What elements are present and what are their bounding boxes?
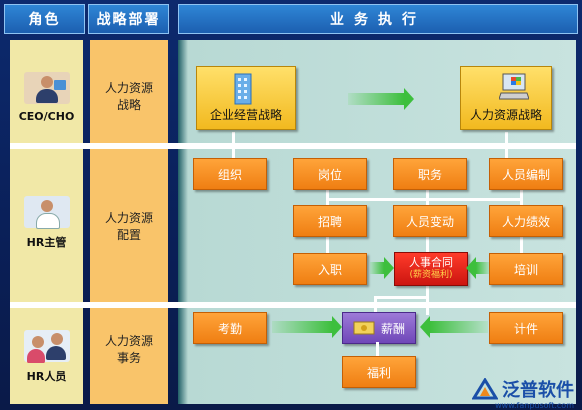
connector-line bbox=[232, 146, 508, 149]
onboarding-box: 入职 bbox=[293, 253, 367, 285]
strategy-line: 事务 bbox=[116, 351, 141, 365]
hr-strategy-label: 人力资源战略 bbox=[469, 108, 542, 122]
strategy-line: 人力资源 bbox=[104, 334, 153, 348]
strategy-column bbox=[90, 40, 168, 404]
header-roles: 角色 bbox=[4, 4, 85, 34]
performance-box: 人力绩效 bbox=[489, 205, 563, 237]
salary-box: 薪酬 bbox=[342, 312, 416, 344]
contract-box: 人事合同 (薪资福利) bbox=[394, 252, 468, 286]
enterprise-strategy-label: 企业经营战略 bbox=[209, 108, 282, 122]
connector-line bbox=[374, 296, 377, 314]
connector-line bbox=[520, 232, 523, 254]
connector-line bbox=[326, 198, 523, 201]
strategy-line: 人力资源 bbox=[104, 81, 153, 95]
duty-box: 职务 bbox=[393, 158, 467, 190]
contract-sub-label: (薪资福利) bbox=[409, 270, 453, 280]
connector-line bbox=[374, 296, 429, 299]
enterprise-strategy-box: 企业经营战略 bbox=[196, 66, 296, 130]
arrow-right-icon bbox=[370, 257, 394, 279]
row-separator bbox=[10, 302, 576, 308]
arrow-left-icon bbox=[466, 257, 490, 279]
strategy-line: 人力资源 bbox=[104, 211, 153, 225]
building-icon bbox=[234, 73, 252, 105]
contract-label: 人事合同 bbox=[409, 256, 453, 269]
role-label: CEO/CHO bbox=[18, 110, 75, 123]
welfare-box: 福利 bbox=[342, 356, 416, 388]
brand-url: www.fanpusoft.com bbox=[495, 401, 574, 410]
role-ceo: CEO/CHO bbox=[10, 72, 83, 123]
arrow-left-icon bbox=[420, 316, 488, 338]
piecework-box: 计件 bbox=[489, 312, 563, 344]
brand-logo: 泛普软件 bbox=[472, 376, 574, 402]
recruitment-box: 招聘 bbox=[293, 205, 367, 237]
arrow-right-icon bbox=[348, 88, 414, 110]
strategy-hr-strategy: 人力资源 战略 bbox=[90, 80, 168, 114]
role-label: HR人员 bbox=[26, 370, 67, 383]
header-strategy: 战略部署 bbox=[88, 4, 169, 34]
attendance-box: 考勤 bbox=[193, 312, 267, 344]
hr-strategy-box: 人力资源战略 bbox=[460, 66, 552, 130]
fanpu-logo-icon bbox=[472, 378, 498, 400]
ceo-photo-icon bbox=[23, 72, 70, 104]
strategy-line: 配置 bbox=[116, 228, 141, 242]
connector-line bbox=[426, 285, 429, 315]
role-hr-staff: HR人员 bbox=[10, 330, 83, 384]
connector-line bbox=[326, 232, 329, 254]
connector-line bbox=[376, 342, 379, 356]
personnel-change-box: 人员变动 bbox=[393, 205, 467, 237]
salary-label: 薪酬 bbox=[380, 321, 405, 336]
hr-manager-photo-icon bbox=[23, 196, 70, 229]
hr-staff-photo-icon bbox=[23, 330, 70, 363]
role-hr-manager: HR主管 bbox=[10, 196, 83, 250]
connector-line bbox=[426, 232, 429, 254]
arrow-right-icon bbox=[272, 316, 342, 338]
money-icon bbox=[353, 321, 375, 335]
staffing-box: 人员编制 bbox=[489, 158, 563, 190]
strategy-line: 战略 bbox=[116, 98, 141, 112]
strategy-hr-config: 人力资源 配置 bbox=[90, 210, 168, 244]
header-execution: 业务执行 bbox=[178, 4, 578, 34]
organization-box: 组织 bbox=[193, 158, 267, 190]
training-box: 培训 bbox=[489, 253, 563, 285]
position-box: 岗位 bbox=[293, 158, 367, 190]
role-label: HR主管 bbox=[26, 236, 67, 249]
strategy-hr-affairs: 人力资源 事务 bbox=[90, 333, 168, 367]
computer-icon bbox=[499, 73, 529, 100]
brand-name: 泛普软件 bbox=[502, 380, 574, 401]
